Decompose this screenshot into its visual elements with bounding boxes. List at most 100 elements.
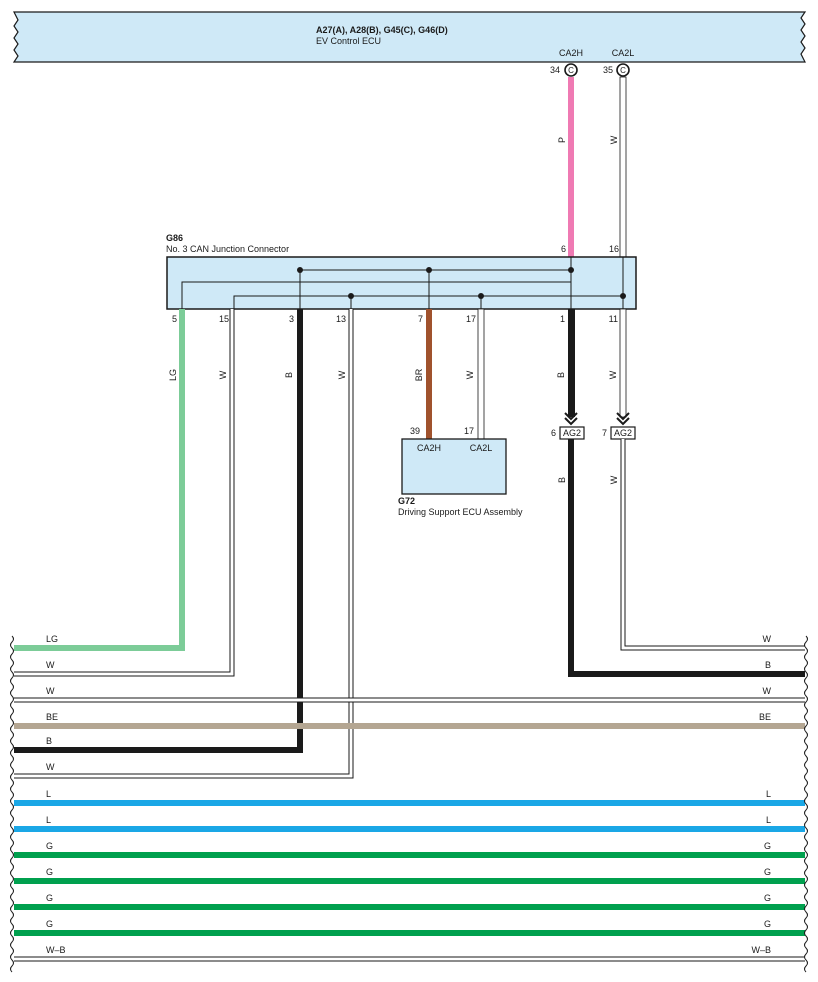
bundle-wire-left-label: W–B [46, 945, 66, 955]
splice-dot [348, 293, 354, 299]
splice-dot [297, 267, 303, 273]
wire-ecu-ca2h-color: P [557, 137, 567, 143]
wire-pin11-w [619, 308, 627, 418]
wire-pin7-br [426, 309, 432, 439]
connector-c-icon [564, 63, 578, 77]
wire-ecu-ca2l [619, 76, 627, 258]
bundle-wire-left-label: G [46, 893, 53, 903]
bundle-wire-right-label: W [763, 686, 772, 696]
ds-terminal-ca2h: CA2H [417, 443, 441, 453]
connector-arrow-icon [564, 412, 578, 426]
driving-support-box [401, 438, 507, 495]
splice-dot [478, 293, 484, 299]
junction-pin-5: 5 [172, 314, 177, 324]
driving-support-id: G72 [398, 496, 415, 506]
bundle-wire-left-label: G [46, 867, 53, 877]
wire-pin1-b [568, 309, 575, 417]
junction-box [166, 256, 637, 310]
bundle-wire-right-label: B [765, 660, 771, 670]
wire-pin1-color: B [556, 372, 566, 378]
bundle-wire-right-label: W–B [751, 945, 771, 955]
wire-pin7-color: BR [414, 368, 424, 381]
wire-ag2-7-color: W [609, 475, 619, 484]
wire-pin11-color: W [608, 370, 618, 379]
connector-c-icon [616, 63, 630, 77]
ds-pin-ca2l: 17 [464, 426, 474, 436]
bundle-wire-right-label: W [763, 634, 772, 644]
wire-pin5-color: LG [168, 369, 178, 381]
splice-dot [620, 293, 626, 299]
junction-top-pin-16: 16 [609, 244, 619, 254]
junction-pin-15: 15 [219, 314, 229, 324]
junction-pin-13: 13 [336, 314, 346, 324]
bundle-wire-right-label: BE [759, 712, 771, 722]
ecu-subtitle: EV Control ECU [316, 36, 381, 46]
right-break-edge [804, 635, 808, 973]
driving-support-ecu: 39 17 CA2H CA2L G72 Driving Support ECU … [398, 426, 523, 517]
ecu-terminal-ca2l: CA2L 35 C [603, 48, 634, 77]
ecu-terminal-ca2l-connector: C [620, 66, 626, 75]
wire-pin15-color: W [218, 370, 228, 379]
ag2-label: AG2 [614, 428, 632, 438]
connector-ag2-pin7: AG2 7 [602, 412, 636, 440]
wire-ecu-ca2l-color: W [609, 135, 619, 144]
bundle-wire-left-label: L [46, 789, 51, 799]
bundle-wire-right-label: G [764, 867, 771, 877]
ecu-terminal-ca2l-pin: 35 [603, 65, 613, 75]
ag2-pin-6: 6 [551, 428, 556, 438]
ag2-pin-7: 7 [602, 428, 607, 438]
splice-dot [568, 267, 574, 273]
junction-pin-1: 1 [560, 314, 565, 324]
ds-pin-ca2h: 39 [410, 426, 420, 436]
bundle-wire-right-label: G [764, 919, 771, 929]
bundle-wire-left-label: W [46, 762, 55, 772]
wire-pin13-w [14, 309, 353, 778]
bundle-wire-left-label: BE [46, 712, 58, 722]
bundle-wire-right-label: G [764, 841, 771, 851]
junction-pin-11: 11 [609, 314, 618, 324]
connector-arrow-icon [616, 412, 630, 426]
wire-pin5-lg [14, 309, 185, 651]
ecu-terminal-ca2h: CA2H 34 C [550, 48, 583, 77]
ecu-box [12, 11, 807, 63]
wire-ag2-6-color: B [557, 477, 567, 483]
wire-pin17-w [477, 308, 485, 440]
ag2-label: AG2 [563, 428, 581, 438]
junction-pin-17: 17 [466, 314, 476, 324]
bundle-wire-left-label: W [46, 660, 55, 670]
wire-pin3-color: B [284, 372, 294, 378]
left-break-edge [10, 635, 14, 973]
bundle-wire-left-label: L [46, 815, 51, 825]
bundle-wire-left-label: W [46, 686, 55, 696]
wire-pin15-w [14, 309, 234, 676]
driving-support-name: Driving Support ECU Assembly [398, 507, 523, 517]
junction-bus-h [181, 281, 571, 309]
junction-id: G86 [166, 233, 183, 243]
connector-ag2-pin6: AG2 6 [551, 412, 585, 440]
ev-control-ecu: A27(A), A28(B), G45(C), G46(D) EV Contro… [12, 11, 807, 63]
wire-pin13-color: W [337, 370, 347, 379]
junction-connector: G86 No. 3 CAN Junction Connector 6 16 5 … [166, 233, 637, 324]
bundle-wire-left-label: B [46, 736, 52, 746]
junction-pin-7: 7 [418, 314, 423, 324]
splice-dot [426, 267, 432, 273]
wire-ecu-ca2h [568, 77, 574, 257]
bundle-wire-left-label: G [46, 919, 53, 929]
bundle-wire-right-label: G [764, 893, 771, 903]
junction-top-pin-6: 6 [561, 244, 566, 254]
ecu-title: A27(A), A28(B), G45(C), G46(D) [316, 25, 448, 35]
bundle-wire-left-label: G [46, 841, 53, 851]
wire-pin3-b [14, 309, 303, 753]
ecu-terminal-ca2h-connector: C [568, 66, 574, 75]
wire-pin17-color: W [465, 370, 475, 379]
junction-name: No. 3 CAN Junction Connector [166, 244, 289, 254]
ds-terminal-ca2l: CA2L [470, 443, 493, 453]
junction-pin-3: 3 [289, 314, 294, 324]
wire-ag2-6-b [568, 439, 805, 677]
bundle-wire-right-label: L [766, 789, 771, 799]
bundle-wire-left-label: LG [46, 634, 58, 644]
bundle-wire-right-label: L [766, 815, 771, 825]
wire-ag2-7-w [621, 439, 805, 650]
ecu-terminal-ca2h-pin: 34 [550, 65, 560, 75]
